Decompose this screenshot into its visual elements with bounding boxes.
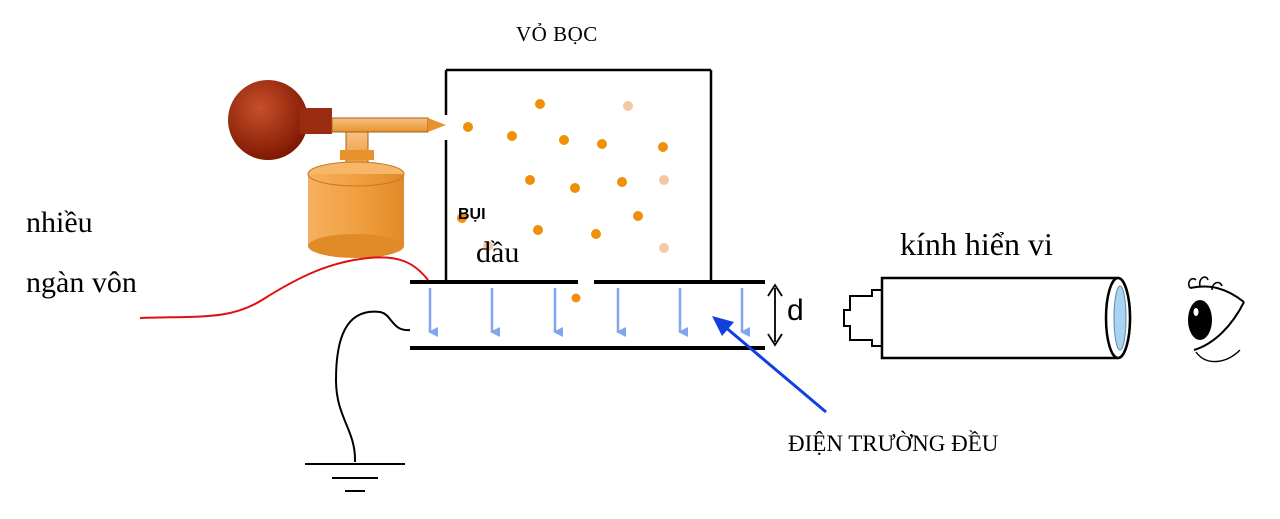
oil-droplet	[533, 225, 543, 235]
high-voltage-wire	[139, 256, 429, 319]
oil-droplet	[525, 175, 535, 185]
oil-droplet	[617, 177, 627, 187]
oil-droplet	[535, 99, 545, 109]
oil-droplet	[559, 135, 569, 145]
droplet-between-plates	[571, 293, 581, 303]
microscope-icon	[843, 276, 1132, 360]
eye-icon	[1187, 276, 1245, 363]
oil-droplet	[597, 139, 607, 149]
oil-label-line1: BỤI	[458, 206, 486, 223]
uniform-field-label: ĐIỆN TRƯỜNG ĐỀU	[788, 431, 999, 456]
oil-droplet	[658, 142, 668, 152]
oil-droplets	[457, 99, 669, 253]
microscope-label: kính hiển vi	[900, 226, 1053, 262]
oil-droplet	[463, 122, 473, 132]
oil-droplet	[633, 211, 643, 221]
field-pointer-arrow	[712, 316, 827, 414]
enclosure-label: VỎ BỌC	[516, 22, 598, 46]
plate-gap-label: d	[787, 294, 804, 327]
oil-droplet	[659, 243, 669, 253]
oil-droplet	[591, 229, 601, 239]
oil-droplet	[623, 101, 633, 111]
oil-label-line2: dầu	[476, 236, 520, 269]
voltage-label-line2: ngàn vôn	[26, 266, 137, 299]
ground-symbol-icon	[305, 463, 405, 492]
voltage-label-line1: nhiều	[26, 206, 93, 239]
enclosure-box	[444, 68, 713, 282]
field-arrows	[428, 288, 750, 337]
ground-wire	[334, 310, 411, 463]
oil-droplet	[507, 131, 517, 141]
oil-droplet	[483, 241, 493, 251]
gap-dimension-arrow	[767, 283, 783, 347]
oil-droplet	[457, 213, 467, 223]
oil-droplet	[570, 183, 580, 193]
oil-droplet	[659, 175, 669, 185]
microscope-lens	[1113, 285, 1127, 351]
atomizer-icon	[228, 80, 446, 258]
